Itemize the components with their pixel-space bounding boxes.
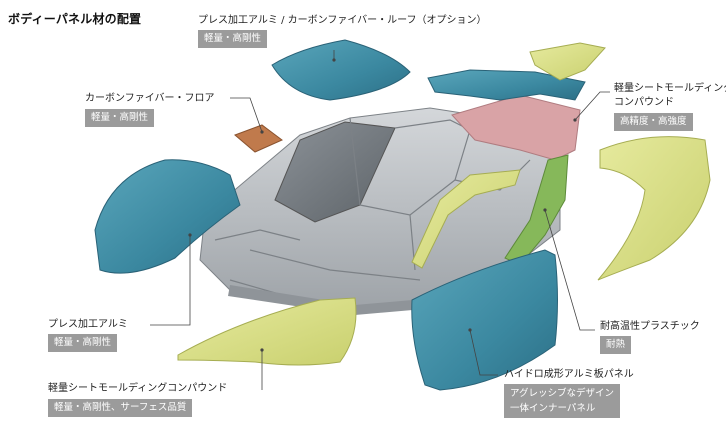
chassis-frame bbox=[199, 107, 561, 315]
heat-plastic-label: 耐高温性プラスチック bbox=[600, 321, 700, 332]
front-fender-panel bbox=[177, 297, 357, 366]
roof-panel bbox=[271, 39, 411, 101]
carbon-floor-panel bbox=[234, 124, 283, 153]
door-label: ハイドロ成形アルミ板パネル bbox=[504, 369, 634, 380]
heat-plastic-pillar bbox=[504, 154, 569, 266]
rear-smc-tag: 高精度・高強度 bbox=[614, 113, 693, 131]
hood-tag: 軽量・高剛性 bbox=[48, 334, 118, 352]
heat-plastic-tag: 耐熱 bbox=[600, 336, 632, 354]
rear-top-smc bbox=[529, 42, 606, 81]
roof-label: プレス加工アルミ / カーボンファイバー・ルーフ（オプション） bbox=[198, 15, 487, 26]
hood-panel bbox=[94, 159, 241, 274]
door-panel bbox=[411, 249, 558, 391]
door-tag-line1: アグレッシブなデザイン bbox=[510, 388, 615, 399]
pillar-trim bbox=[411, 169, 521, 269]
rear-smc-label-line2: コンパウンド bbox=[614, 97, 674, 108]
front-fender-tag: 軽量・高剛性、サーフェス品質 bbox=[48, 399, 193, 417]
floor-label: カーボンファイバー・フロア bbox=[85, 93, 215, 104]
rear-fender-panel bbox=[597, 136, 711, 281]
rear-smc-label-line1: 軽量シートモールディング bbox=[614, 83, 726, 94]
roof-tag: 軽量・高剛性 bbox=[198, 30, 268, 48]
rear-upper-frame bbox=[427, 69, 586, 101]
door-tag: アグレッシブなデザイン 一体インナーパネル bbox=[504, 384, 621, 418]
front-fender-label: 軽量シートモールディングコンパウンド bbox=[48, 383, 228, 394]
page-title: ボディーパネル材の配置 bbox=[8, 12, 142, 26]
floor-tag: 軽量・高剛性 bbox=[85, 109, 155, 127]
rear-smc-panel bbox=[451, 94, 581, 161]
hood-label: プレス加工アルミ bbox=[48, 319, 128, 330]
leader-lines bbox=[150, 50, 610, 390]
door-tag-line2: 一体インナーパネル bbox=[510, 403, 596, 414]
